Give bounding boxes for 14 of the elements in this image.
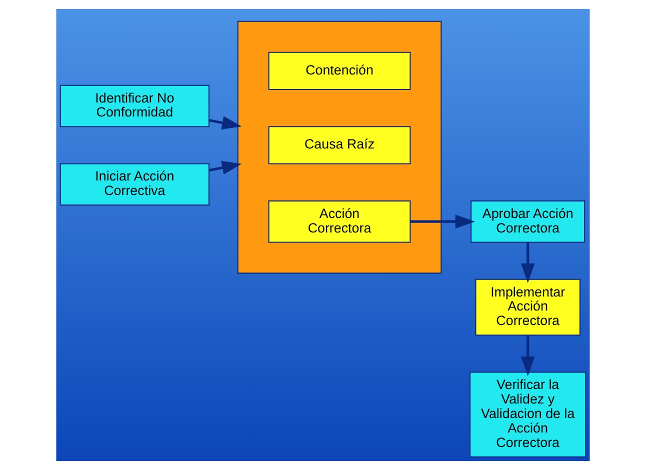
arrow [410, 214, 474, 228]
node-box: Contención [268, 51, 410, 90]
node-box: Causa Raíz [268, 126, 410, 164]
node-box: Identificar No Conformidad [59, 84, 209, 127]
node-box: Aprobar Acción Correctora [470, 200, 585, 242]
node-box: Iniciar Acción Correctiva [59, 162, 209, 206]
arrow [520, 242, 534, 283]
node-box: Implementar Acción Correctora [474, 278, 580, 336]
arrow [208, 116, 242, 130]
cluster [236, 20, 442, 274]
arrow [208, 160, 242, 174]
node-box: Verificar la Validez y Validacion de la Acción Correctora [469, 371, 586, 457]
arrow [520, 334, 534, 376]
node-box: Acción Correctora [268, 200, 410, 242]
